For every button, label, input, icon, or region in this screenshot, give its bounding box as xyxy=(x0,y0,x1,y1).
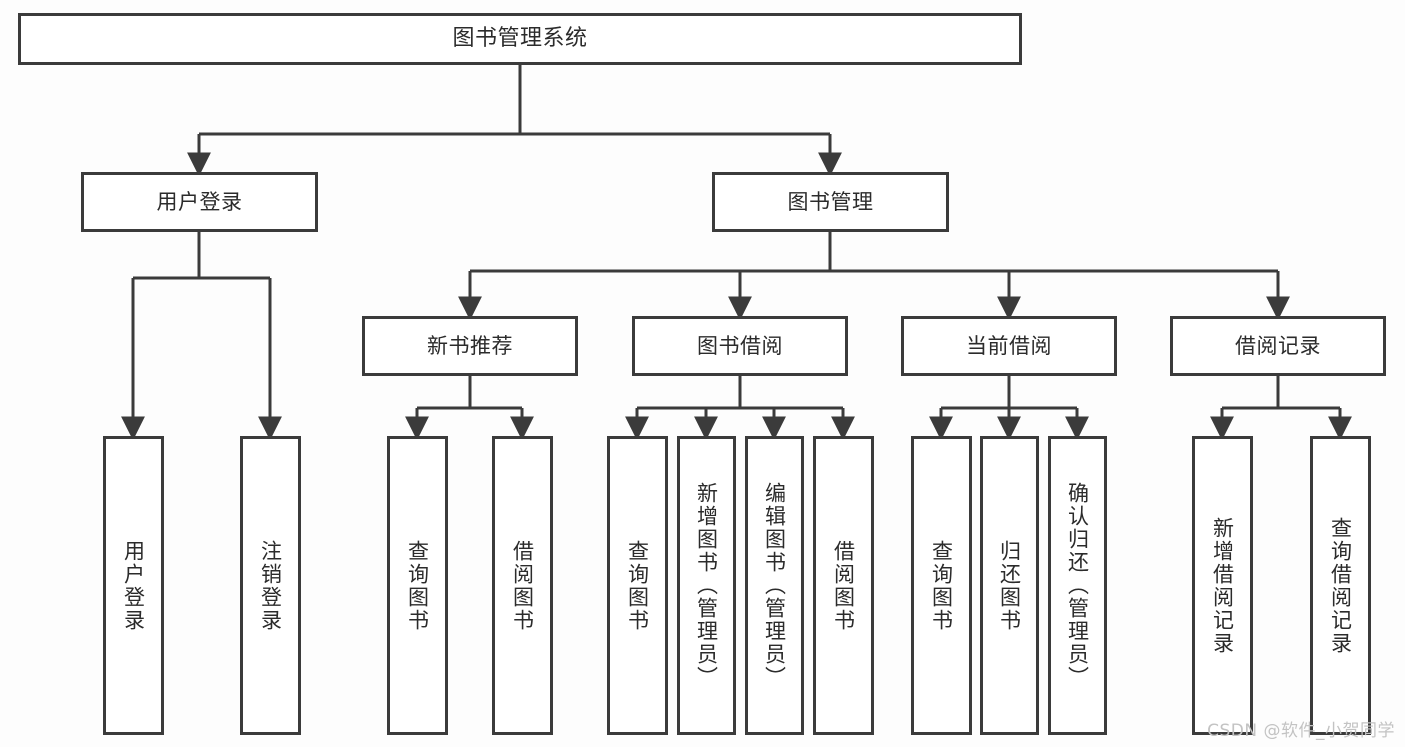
node-label: 注销登录 xyxy=(258,539,283,632)
node-label: 图书借阅 xyxy=(697,333,783,358)
node-label: 新增图书（管理员） xyxy=(694,482,719,689)
leaf-confirm-return[interactable]: 确认归还（管理员） xyxy=(1048,436,1107,735)
node-user-login[interactable]: 用户登录 xyxy=(81,172,318,232)
node-label: 借阅记录 xyxy=(1235,333,1321,358)
node-label: 确认归还（管理员） xyxy=(1065,482,1090,689)
node-book-borrow[interactable]: 图书借阅 xyxy=(632,316,848,376)
node-label: 用户登录 xyxy=(121,539,146,632)
node-label: 图书管理 xyxy=(787,189,874,214)
node-label: 查询图书 xyxy=(405,539,430,632)
node-root-book-management-system[interactable]: 图书管理系统 xyxy=(18,13,1022,65)
node-label: 查询借阅记录 xyxy=(1328,516,1353,655)
leaf-logout-login[interactable]: 注销登录 xyxy=(240,436,301,735)
leaf-edit-book[interactable]: 编辑图书（管理员） xyxy=(745,436,804,735)
node-label: 编辑图书（管理员） xyxy=(762,482,787,689)
node-label: 当前借阅 xyxy=(966,333,1052,358)
leaf-add-book[interactable]: 新增图书（管理员） xyxy=(677,436,736,735)
node-borrow-record[interactable]: 借阅记录 xyxy=(1170,316,1386,376)
watermark-text: CSDN @软件_小贺同学 xyxy=(1207,721,1395,741)
node-current-borrow[interactable]: 当前借阅 xyxy=(901,316,1117,376)
node-label: 借阅图书 xyxy=(831,539,856,632)
node-book-manage[interactable]: 图书管理 xyxy=(712,172,949,232)
leaf-user-login[interactable]: 用户登录 xyxy=(103,436,164,735)
node-label: 借阅图书 xyxy=(510,539,535,632)
node-label: 查询图书 xyxy=(625,539,650,632)
leaf-borrow-book-2[interactable]: 借阅图书 xyxy=(813,436,874,735)
leaf-query-book-1[interactable]: 查询图书 xyxy=(387,436,448,735)
leaf-add-record[interactable]: 新增借阅记录 xyxy=(1192,436,1253,735)
leaf-query-book-2[interactable]: 查询图书 xyxy=(607,436,668,735)
node-label: 新书推荐 xyxy=(427,333,513,358)
leaf-query-book-3[interactable]: 查询图书 xyxy=(911,436,972,735)
node-label: 归还图书 xyxy=(997,539,1022,632)
node-label: 查询图书 xyxy=(929,539,954,632)
node-label: 图书管理系统 xyxy=(452,26,588,52)
node-new-book-recommend[interactable]: 新书推荐 xyxy=(362,316,578,376)
leaf-query-record[interactable]: 查询借阅记录 xyxy=(1310,436,1371,735)
leaf-return-book[interactable]: 归还图书 xyxy=(980,436,1039,735)
node-label: 用户登录 xyxy=(156,189,243,214)
leaf-borrow-book-1[interactable]: 借阅图书 xyxy=(492,436,553,735)
node-label: 新增借阅记录 xyxy=(1210,516,1235,655)
